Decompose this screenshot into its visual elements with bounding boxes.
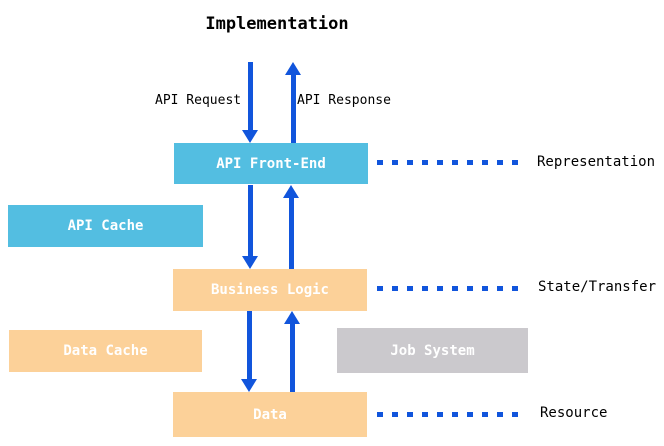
arrow-head-up-icon: [284, 311, 300, 324]
node-job-system: Job System: [337, 328, 528, 373]
arrow-head-down-icon: [242, 130, 258, 143]
arrow-head-up-icon: [285, 62, 301, 75]
node-data-cache: Data Cache: [9, 330, 202, 372]
arrow-head-up-icon: [283, 185, 299, 198]
arrow-shaft: [289, 324, 295, 392]
resource-dashed-line: [377, 412, 521, 417]
state-transfer-dashed-line: [377, 286, 521, 291]
logic-to-data-arrow: [241, 311, 257, 392]
node-api-cache: API Cache: [8, 205, 203, 247]
frontend-to-logic-arrow: [242, 185, 258, 269]
layer-label-state-transfer: State/Transfer: [538, 279, 657, 295]
arrow-shaft: [288, 198, 294, 269]
arrow-shaft: [246, 311, 252, 379]
data-to-logic-arrow: [284, 311, 300, 392]
arrow-shaft: [247, 185, 253, 256]
api-request-arrow: [242, 62, 258, 143]
api-response-label: API Response: [297, 93, 391, 108]
arrow-shaft: [290, 75, 296, 143]
api-request-label: API Request: [155, 93, 242, 108]
node-api-front-end: API Front-End: [174, 143, 368, 184]
layer-label-representation: Representation: [537, 154, 656, 170]
api-response-arrow: [285, 62, 301, 143]
node-business-logic: Business Logic: [173, 269, 367, 311]
diagram-title: Implementation: [205, 14, 349, 34]
logic-to-frontend-arrow: [283, 185, 299, 269]
layer-label-resource: Resource: [540, 405, 608, 421]
representation-dashed-line: [377, 160, 521, 165]
arrow-head-down-icon: [242, 256, 258, 269]
arrow-shaft: [247, 62, 253, 130]
arrow-head-down-icon: [241, 379, 257, 392]
node-data: Data: [173, 392, 367, 437]
